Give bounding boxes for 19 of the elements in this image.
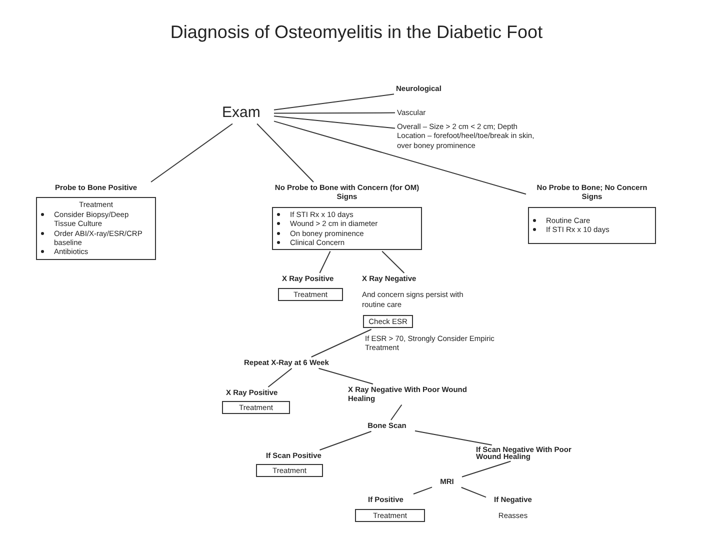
connector-line [460,486,486,498]
connector-line [318,368,374,384]
connector-line [462,460,512,478]
connector-line [310,328,372,358]
diagram-title: Diagnosis of Osteomyelitis in the Diabetic Foot [169,22,544,43]
connector-line [414,430,492,446]
connector-line [412,486,432,494]
connector-line [319,430,372,450]
connector-line [319,250,331,274]
connector-line [268,368,292,388]
connector-line [390,404,402,420]
step-label: Exam [222,104,262,123]
connector-line [274,116,396,129]
connector-line [274,120,526,195]
connector-line [150,123,233,182]
connector-line [274,94,394,110]
connector-line [382,250,405,274]
connector-line [256,123,314,182]
connector-line [274,112,396,114]
